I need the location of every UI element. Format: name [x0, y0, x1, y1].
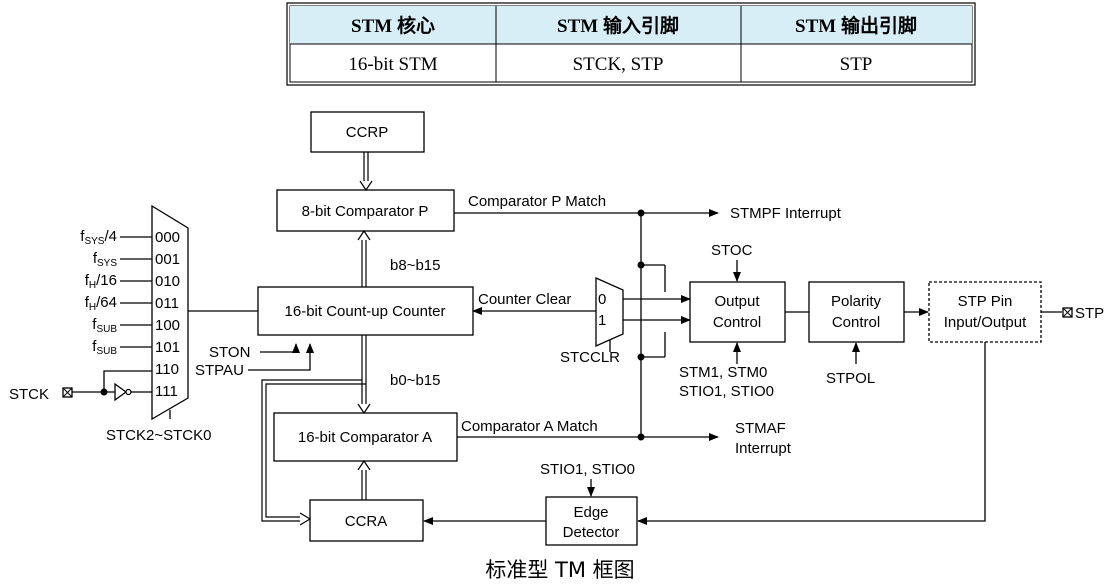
ccra-block: [309, 499, 424, 542]
stp-pin-icon: [1062, 307, 1073, 318]
diagram-caption: 标准型 TM 框图: [485, 558, 634, 582]
mux-code-010: 010: [155, 273, 180, 290]
match-routing-lines: [623, 213, 691, 437]
polarity-control-block: [808, 281, 905, 343]
comparator-a-label: 16-bit Comparator A: [298, 429, 432, 446]
table-header-input-pins: STM 输入引脚: [557, 14, 679, 37]
mux-code-000: 000: [155, 229, 180, 246]
stck-pin-label: STCK: [9, 386, 49, 403]
table-cell-core: 16-bit STM: [348, 54, 437, 75]
counter-clear-mux-0: 0: [598, 291, 606, 308]
comparator-a-match-label: Comparator A Match: [461, 418, 598, 435]
stcclr-label: STCCLR: [560, 349, 620, 366]
stp-pin-label-2: Input/Output: [944, 314, 1027, 331]
counter-to-comp-p-bus: [357, 229, 371, 287]
counter-clear-mux-1: 1: [598, 312, 606, 329]
comparator-p-block: [276, 189, 455, 232]
output-control-label-1: Output: [714, 293, 760, 310]
table-header-core: STM 核心: [351, 14, 435, 37]
stck-pin-icon: [62, 387, 73, 398]
mux-code-111: 111: [155, 383, 178, 400]
mux-in-2: fH/16: [85, 272, 117, 291]
table-header-background: [290, 6, 972, 44]
stmaf-label-1: STMAF: [735, 420, 786, 437]
stck-junction: [100, 388, 108, 396]
clock-select-mux: [151, 204, 189, 421]
edge-detector-label-1: Edge: [573, 504, 608, 521]
comparator-a-block: [273, 412, 458, 462]
edge-detector-label-2: Detector: [563, 524, 620, 541]
mux-in-4: fSUB: [92, 316, 117, 335]
ccrp-label: CCRP: [346, 124, 389, 141]
stm-pin-table: STM 核心 STM 输入引脚 STM 输出引脚 16-bit STM STCK…: [286, 2, 976, 86]
comparator-p-match-label: Comparator P Match: [468, 193, 606, 210]
counter-to-comp-a-bus: [357, 335, 371, 415]
stm-mode-label-1: STM1, STM0: [679, 364, 767, 381]
output-control-block: [689, 281, 786, 343]
mux-input-labels: fSYS/4 fSYS fH/16 fH/64 fSUB fSUB: [80, 228, 117, 357]
table-header-output-pins: STM 输出引脚: [795, 14, 917, 37]
mux-code-011: 011: [155, 295, 179, 312]
stmpf-interrupt-label: STMPF Interrupt: [730, 205, 842, 222]
mux-code-100: 100: [155, 317, 180, 334]
b0-b15-label: b0~b15: [390, 372, 440, 389]
stmaf-label-2: Interrupt: [735, 440, 792, 457]
mux-code-101: 101: [155, 339, 180, 356]
stio-edge-label: STIO1, STIO0: [540, 461, 635, 478]
stp-pin-out-label: STP: [1075, 305, 1104, 322]
polarity-control-label-2: Control: [832, 314, 880, 331]
mux-code-110: 110: [155, 361, 179, 378]
mux-in-3: fH/64: [85, 294, 117, 313]
counter-label: 16-bit Count-up Counter: [285, 303, 446, 320]
table-cell-output-pins: STP: [840, 54, 873, 75]
mux-in-5: fSUB: [92, 338, 117, 357]
pin-feedback-line: [637, 342, 986, 525]
mux-in-0: fSYS/4: [80, 228, 117, 247]
ccra-to-comp-a-bus: [357, 459, 371, 500]
stck-select-label: STCK2~STCK0: [106, 427, 211, 444]
ccrp-to-comp-p-bus: [359, 152, 373, 192]
stpol-label: STPOL: [826, 370, 875, 387]
stp-pin-io-block: [928, 281, 1042, 343]
counter-clear-label: Counter Clear: [478, 291, 571, 308]
counter-clear-mux: [595, 276, 624, 348]
mux-select-codes: 000 001 010 011 100 101 110 111: [155, 229, 180, 400]
stck-wiring: [72, 370, 152, 393]
ston-line: [260, 343, 300, 353]
mux-in-1: fSYS: [93, 250, 118, 269]
junction-lower: [637, 353, 645, 361]
ccra-label: CCRA: [345, 513, 388, 530]
stpau-line: [248, 343, 314, 371]
output-control-label-2: Control: [713, 314, 761, 331]
inverter-icon: [114, 382, 132, 402]
ston-label: STON: [209, 344, 250, 361]
table-cell-input-pins: STCK, STP: [573, 54, 664, 75]
mux-input-lines: [120, 236, 152, 348]
comparator-p-label: 8-bit Comparator P: [302, 203, 429, 220]
polarity-control-label-1: Polarity: [831, 293, 882, 310]
junction-upper: [637, 261, 645, 269]
stoc-label: STOC: [711, 242, 753, 259]
counter-to-ccra-bus: [261, 379, 366, 526]
stp-pin-label-1: STP Pin: [958, 293, 1013, 310]
mux-code-001: 001: [155, 251, 180, 268]
stpau-label: STPAU: [195, 362, 244, 379]
b8-b15-label: b8~b15: [390, 257, 440, 274]
stm-mode-label-2: STIO1, STIO0: [679, 383, 774, 400]
